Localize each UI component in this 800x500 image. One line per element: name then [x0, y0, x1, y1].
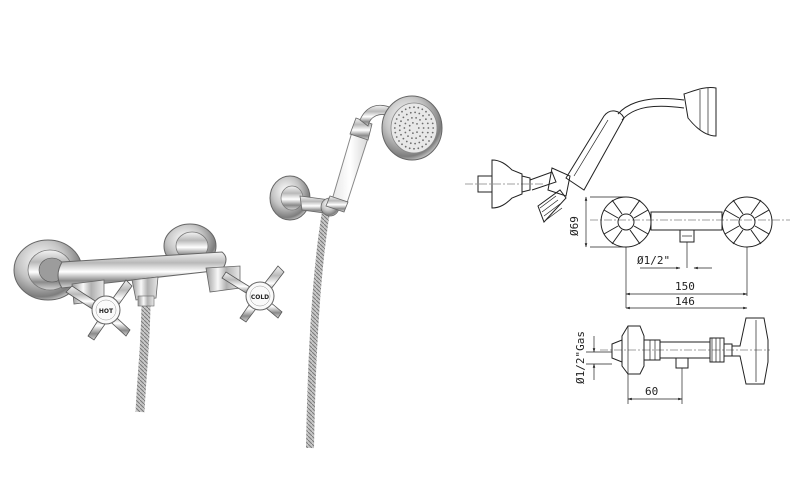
- nozzle-dot: [394, 131, 397, 134]
- cold-handle: COLD: [221, 265, 285, 323]
- nozzle-dot: [401, 143, 403, 146]
- nozzle-dot: [419, 119, 421, 121]
- cold-label: COLD: [251, 294, 269, 301]
- mixer-photo: HOT COLD: [13, 223, 285, 413]
- wall-holder: [269, 175, 340, 221]
- nozzle-dot: [394, 122, 397, 125]
- nozzle-dot: [393, 127, 396, 129]
- nozzle-dot: [413, 147, 415, 150]
- hot-handle: HOT: [65, 279, 133, 341]
- nozzle-dot: [425, 135, 427, 138]
- nozzle-dot: [427, 127, 430, 129]
- mixer-hose: [135, 299, 151, 413]
- dim-146: 146: [675, 295, 695, 308]
- nozzle-dot: [428, 114, 430, 116]
- nozzle-dot: [418, 141, 421, 144]
- dim-diameter-69: Ø69: [568, 216, 581, 236]
- nozzle-dot: [409, 142, 412, 145]
- nozzle-dot: [431, 131, 434, 134]
- nozzle-dot: [425, 143, 427, 146]
- nozzle-dot: [421, 108, 424, 111]
- nozzle-dot: [426, 122, 429, 125]
- nozzle-dot: [401, 110, 403, 113]
- nozzle-dot: [408, 129, 411, 132]
- nozzle-dot: [417, 147, 420, 150]
- nozzle-dot: [416, 131, 418, 134]
- nozzle-dot: [405, 140, 408, 143]
- dim-60: 60: [645, 385, 658, 398]
- nozzle-dot: [402, 116, 405, 119]
- nozzle-dot: [413, 106, 415, 109]
- nozzle-dot: [398, 114, 400, 116]
- dim-gas: Ø1/2"Gas: [574, 331, 587, 384]
- nozzle-dot: [425, 110, 427, 113]
- dim-inlet: Ø1/2": [637, 254, 670, 267]
- dim-150: 150: [675, 280, 695, 293]
- hot-label: HOT: [99, 308, 114, 315]
- nozzle-dot: [422, 127, 425, 129]
- nozzle-dot: [430, 118, 433, 120]
- mixer-outlet: [131, 276, 159, 301]
- nozzle-dot: [404, 122, 407, 125]
- nozzle-dot: [398, 129, 401, 132]
- nozzle-dot: [411, 137, 413, 140]
- shower-nozzles: [393, 106, 435, 150]
- nozzle-dot: [408, 106, 411, 109]
- nozzle-dot: [411, 117, 413, 119]
- porcelain-handle: [325, 117, 373, 213]
- section-view: Ø1/2"Gas 60: [574, 317, 770, 404]
- nozzle-dot: [403, 127, 406, 129]
- nozzle-dot: [415, 117, 417, 119]
- nozzle-dot: [421, 145, 424, 148]
- nozzle-dot: [408, 147, 411, 150]
- nozzle-dot: [395, 136, 398, 138]
- nozzle-dot: [400, 133, 402, 136]
- nozzle-dot: [412, 132, 414, 135]
- nozzle-dot: [414, 111, 416, 114]
- nozzle-dot: [395, 118, 398, 120]
- nozzle-dot: [405, 113, 408, 116]
- nozzle-dot: [430, 136, 433, 138]
- nozzle-dot: [419, 135, 421, 138]
- nozzle-dot: [421, 122, 424, 125]
- nozzle-dot: [400, 120, 402, 123]
- front-view: Ø69 Ø1/2" 150 146: [568, 196, 790, 310]
- nozzle-dot: [404, 131, 407, 134]
- shower-hose: [306, 211, 330, 449]
- nozzle-dot: [421, 131, 424, 134]
- nozzle-dot: [425, 118, 427, 121]
- nozzle-dot: [432, 127, 435, 129]
- nozzle-dot: [407, 119, 409, 121]
- nozzle-dot: [416, 123, 418, 125]
- nozzle-dot: [408, 124, 411, 127]
- nozzle-dot: [398, 140, 400, 142]
- nozzle-dot: [402, 137, 405, 140]
- nozzle-dot: [426, 131, 429, 134]
- nozzle-dot: [417, 106, 420, 109]
- technical-drawing: Ø69 Ø1/2" 150 146: [465, 87, 790, 404]
- nozzle-dot: [431, 122, 434, 125]
- nozzle-dot: [418, 112, 421, 115]
- shower-head: [381, 95, 443, 161]
- side-view: [465, 87, 717, 223]
- nozzle-dot: [422, 139, 424, 142]
- nozzle-dot: [404, 145, 407, 148]
- nozzle-dot: [407, 135, 409, 138]
- nozzle-dot: [398, 124, 401, 127]
- nozzle-dot: [412, 122, 414, 124]
- nozzle-dot: [414, 142, 416, 145]
- hand-shower-photo: [269, 95, 443, 449]
- nozzle-dot: [422, 114, 424, 117]
- nozzle-dot: [428, 140, 430, 142]
- nozzle-dot: [409, 111, 412, 114]
- nozzle-dot: [417, 127, 420, 129]
- nozzle-dot: [404, 108, 407, 111]
- nozzle-dot: [415, 137, 417, 140]
